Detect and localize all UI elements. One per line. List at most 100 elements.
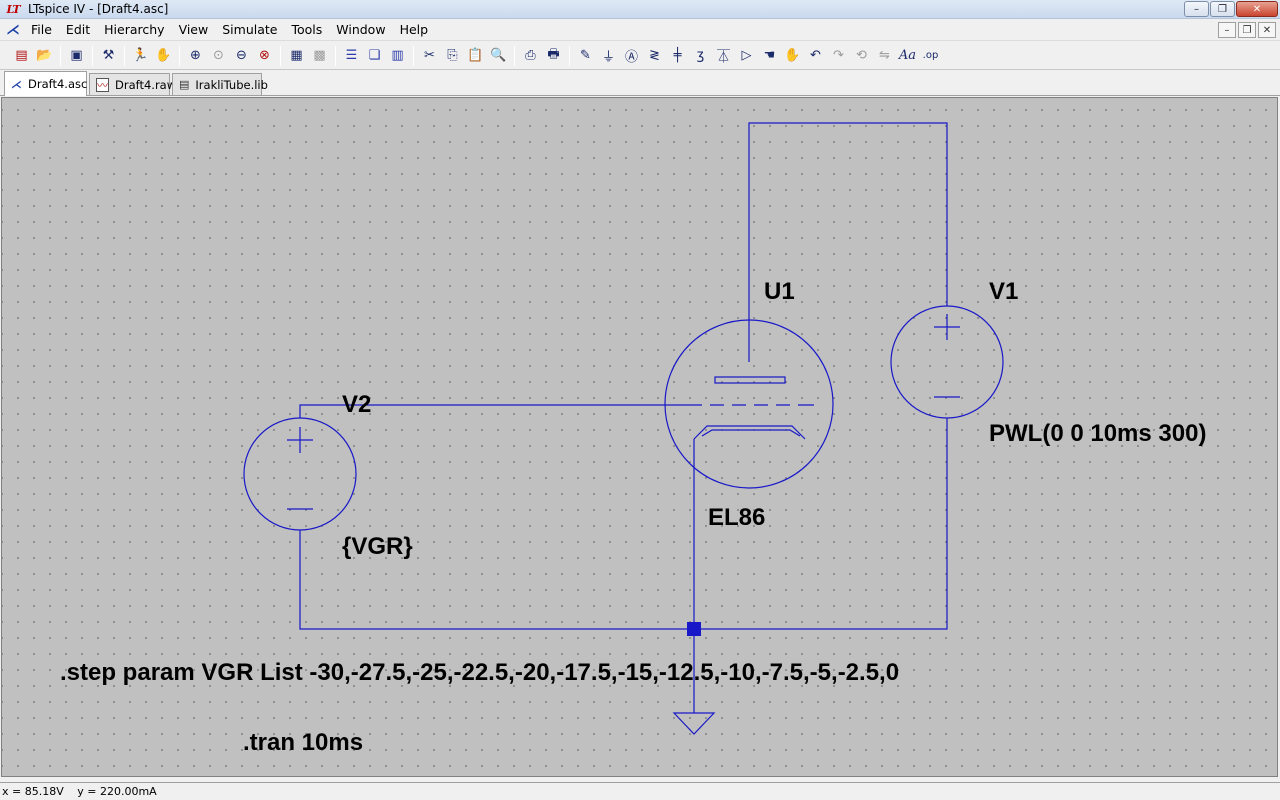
zoom-fit-icon[interactable]: ⊗ (259, 48, 270, 63)
maximize-button[interactable]: ❐ (1210, 1, 1235, 17)
schematic-menu-icon[interactable]: ⋌ (6, 21, 20, 38)
mirror-icon[interactable]: ⇋ (879, 48, 890, 63)
menu-hierarchy[interactable]: Hierarchy (104, 21, 165, 37)
tile-horizontal-icon[interactable]: ☰ (345, 48, 358, 63)
spice-directive-icon[interactable]: .op (922, 50, 939, 61)
pan-icon[interactable]: ⊙ (213, 48, 224, 63)
ground-symbol (672, 712, 716, 735)
ground-icon[interactable]: ⏚ (601, 50, 615, 65)
title-bar: LT LTspice IV - [Draft4.asc] – ❐ ✕ (0, 0, 1280, 19)
toolbar-separator (280, 45, 281, 66)
save-icon[interactable]: ▣ (70, 48, 83, 63)
junction-dot (687, 622, 701, 636)
ltspice-logo-icon: LT (6, 2, 20, 16)
v1-ref-label[interactable]: V1 (989, 278, 1018, 305)
document-minimize-button[interactable]: – (1218, 22, 1236, 38)
schematic-canvas[interactable]: U1 EL86 V1 PWL(0 0 10ms 300) V2 {VGR} .s… (1, 97, 1278, 777)
schematic-icon: ⋌ (11, 77, 22, 91)
tab-draft4-asc[interactable]: ⋌ Draft4.asc (4, 71, 87, 96)
v2-ref-label[interactable]: V2 (342, 391, 371, 418)
waveform-icon: 〰 (96, 77, 109, 92)
close-button[interactable]: ✕ (1236, 1, 1278, 17)
grid-icon[interactable]: ▩ (313, 48, 326, 63)
y-coordinate-readout: y = 220.00mA (77, 785, 157, 798)
tube-envelope-symbol (664, 319, 834, 489)
halt-icon[interactable]: ✋ (155, 48, 172, 63)
zoom-in-icon[interactable]: ⊕ (190, 48, 201, 63)
document-restore-button[interactable]: ❐ (1238, 22, 1256, 38)
cut-icon[interactable]: ✂ (424, 48, 435, 63)
toolbar-separator (124, 45, 125, 66)
v1-source-symbol (890, 305, 1004, 419)
v2-source-symbol (243, 417, 357, 531)
text-icon[interactable]: Aa (898, 48, 917, 63)
tab-label: IrakliTube.lib (195, 77, 268, 92)
document-icon: ▤ (179, 78, 190, 91)
zoom-out-icon[interactable]: ⊖ (236, 48, 247, 63)
tube-cathode (693, 425, 806, 440)
tab-draft4-raw[interactable]: 〰 Draft4.raw (89, 73, 176, 95)
drag-icon[interactable]: ✋ (784, 48, 801, 63)
toolbar-separator (413, 45, 414, 66)
resistor-icon[interactable]: ≷ (649, 48, 660, 63)
v1-plus-sign (934, 314, 960, 340)
redo-icon[interactable]: ↷ (833, 48, 844, 63)
open-icon[interactable]: 📂 (36, 48, 53, 63)
tile-vertical-icon[interactable]: ▥ (391, 48, 404, 63)
new-schematic-icon[interactable]: ▤ (15, 48, 28, 63)
menu-tools[interactable]: Tools (291, 21, 323, 37)
document-close-button[interactable]: ✕ (1258, 22, 1276, 38)
x-coordinate-readout: x = 85.18V (2, 785, 64, 798)
status-bar: x = 85.18V y = 220.00mA (0, 782, 1280, 800)
component-icon[interactable]: ▷ (741, 48, 752, 63)
wire-v1-to-ground-node (299, 418, 948, 630)
menu-help[interactable]: Help (399, 21, 429, 37)
window-title: LTspice IV - [Draft4.asc] (28, 2, 169, 16)
cascade-icon[interactable]: ❏ (368, 48, 381, 63)
toolbar-separator (60, 45, 61, 66)
menu-view[interactable]: View (178, 21, 209, 37)
v2-plus-sign (287, 427, 313, 453)
copy-icon[interactable]: ⎘ (447, 48, 458, 63)
rotate-icon[interactable]: ⟲ (856, 48, 867, 63)
print-setup-icon[interactable]: ⎙ (525, 48, 536, 63)
autorange-icon[interactable]: ▦ (290, 48, 303, 63)
label-net-icon[interactable]: Ⓐ (624, 50, 638, 65)
undo-icon[interactable]: ↶ (810, 48, 821, 63)
tube-plate (714, 376, 786, 384)
tab-irakli-tube-lib[interactable]: ▤ IrakliTube.lib (172, 73, 268, 95)
schematic-drawing: U1 EL86 V1 PWL(0 0 10ms 300) V2 {VGR} .s… (60, 122, 1206, 756)
tran-directive[interactable]: .tran 10ms (243, 729, 363, 756)
toolbar-separator (92, 45, 93, 66)
tube-model-label[interactable]: EL86 (708, 504, 765, 531)
run-icon[interactable]: 🏃 (132, 48, 149, 63)
print-icon[interactable]: 🖶 (547, 46, 560, 62)
control-panel-icon[interactable]: ⚒ (102, 48, 115, 63)
toolbar-separator (179, 45, 180, 66)
inductor-icon[interactable]: ʒ (696, 48, 705, 63)
diode-icon[interactable]: ⏄ (716, 50, 730, 65)
move-icon[interactable]: ☚ (763, 48, 776, 63)
v1-value-label[interactable]: PWL(0 0 10ms 300) (989, 420, 1206, 447)
menu-bar: ⋌ File Edit Hierarchy View Simulate Tool… (0, 19, 1280, 41)
find-icon[interactable]: 🔍 (490, 48, 507, 63)
document-tab-bar: ⋌ Draft4.asc 〰 Draft4.raw ▤ IrakliTube.l… (0, 70, 1280, 96)
toolbar-separator (569, 45, 570, 66)
menu-edit[interactable]: Edit (65, 21, 91, 37)
step-directive[interactable]: .step param VGR List -30,-27.5,-25,-22.5… (60, 659, 899, 686)
toolbar: ▤ 📂 ▣ ⚒ 🏃 ✋ ⊕ ⊙ ⊖ ⊗ ▦ ▩ ☰ ❏ ▥ ✂ ⎘ 📋 🔍 ⎙ … (0, 42, 1280, 70)
tube-ref-label[interactable]: U1 (764, 278, 795, 305)
minimize-button[interactable]: – (1184, 1, 1209, 17)
v2-value-label[interactable]: {VGR} (342, 533, 413, 560)
draw-wire-icon[interactable]: ✎ (580, 48, 591, 63)
toolbar-separator (335, 45, 336, 66)
menu-file[interactable]: File (31, 21, 52, 37)
wire-anode-to-v1 (748, 122, 948, 362)
wire-grid-to-v2 (299, 404, 666, 418)
canvas-border (1278, 97, 1280, 777)
paste-icon[interactable]: 📋 (467, 48, 484, 63)
capacitor-icon[interactable]: ╪ (673, 48, 682, 63)
tab-label: Draft4.raw (115, 77, 177, 92)
menu-window[interactable]: Window (336, 21, 386, 37)
menu-simulate[interactable]: Simulate (222, 21, 278, 37)
